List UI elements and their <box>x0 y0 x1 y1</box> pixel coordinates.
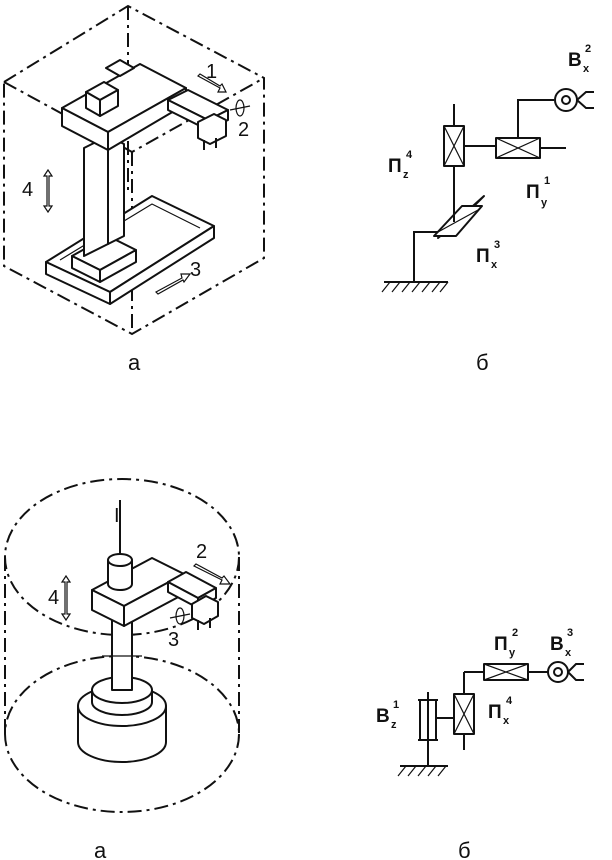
joint-B-z-1-letter: B <box>376 706 390 727</box>
joint-P-y-2-letter: П <box>494 634 508 655</box>
motion-label-2: 2 <box>238 119 249 141</box>
joint-P-x-4-sup: 4 <box>506 695 513 707</box>
motion-arrow-2 <box>192 563 232 585</box>
top-manipulator-drawing <box>3 4 265 336</box>
motion-arrow-3 <box>155 273 192 295</box>
joint-P-x-4-letter: П <box>488 702 502 723</box>
bottom-kinematic-scheme <box>397 661 584 777</box>
joint-P-x-3-letter: П <box>476 246 490 267</box>
motion-label-4: 4 <box>22 179 33 201</box>
axis-label-I: I <box>114 505 120 527</box>
joint-P-y-1-sub: y <box>541 197 548 209</box>
joint-B-z-1-sup: 1 <box>393 699 399 711</box>
joint-P-y-1-letter: П <box>526 182 540 203</box>
joint-P-y-2-sup: 2 <box>512 627 518 639</box>
joint-B-x-3-sub: x <box>565 647 572 659</box>
motion-label-1: 1 <box>206 61 217 83</box>
motion-label-4-bottom: 4 <box>48 587 59 609</box>
joint-B-x-3-sup: 3 <box>567 627 573 639</box>
bottom-caption-b: б <box>458 838 471 860</box>
joint-P-y-1-sup: 1 <box>544 175 550 187</box>
joint-B-x-2-sup: 2 <box>585 43 591 55</box>
top-kinematic-scheme <box>381 88 594 293</box>
joint-P-x-3-sup: 3 <box>494 239 500 251</box>
joint-B-z-1-sub: z <box>391 719 397 731</box>
top-caption-a: а <box>128 350 141 375</box>
joint-P-z-4-sub: z <box>403 169 409 181</box>
joint-P-x-4-sub: x <box>503 715 510 727</box>
bottom-manipulator-drawing <box>4 478 240 813</box>
joint-B-x-2-letter: B <box>568 50 582 71</box>
motion-arrow-4-bottom <box>60 574 72 622</box>
motion-arrow-1 <box>197 73 227 93</box>
motion-arrow-4 <box>42 168 54 214</box>
joint-B-x-2-sub: x <box>583 63 590 75</box>
joint-B-x-3-letter: B <box>550 634 564 655</box>
bottom-caption-a: а <box>94 838 107 860</box>
top-caption-b: б <box>476 350 489 375</box>
motion-label-3: 3 <box>190 259 201 281</box>
joint-P-z-4-sup: 4 <box>406 149 413 161</box>
motion-label-2-bottom: 2 <box>196 541 207 563</box>
joint-P-z-4-letter: П <box>388 156 402 177</box>
joint-P-y-2-sub: y <box>509 647 516 659</box>
motion-label-3-bottom: 3 <box>168 629 179 651</box>
joint-P-x-3-sub: x <box>491 259 498 271</box>
